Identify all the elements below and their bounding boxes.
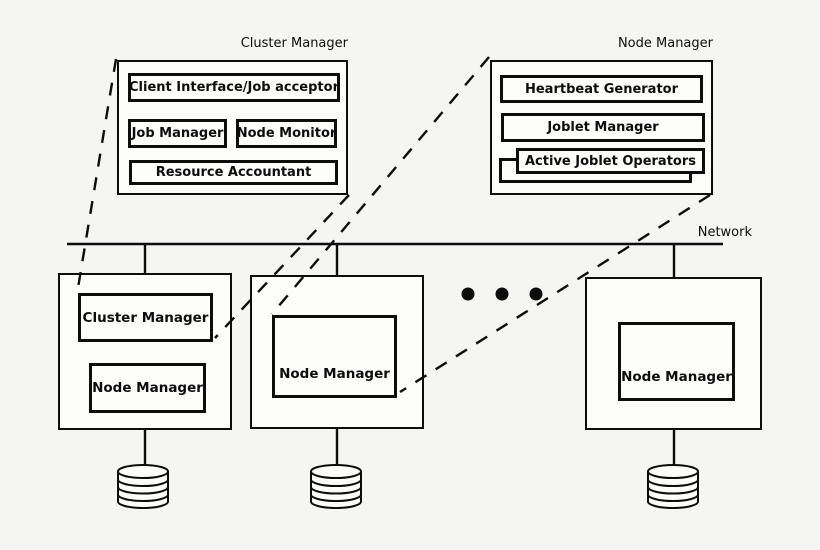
module-box-node-manager-middle-node: Node Manager	[272, 315, 397, 398]
component-box-joblet-manager: Joblet Manager	[501, 113, 705, 142]
component-box-resource-accountant: Resource Accountant	[129, 160, 338, 185]
module-box-node-manager-right-node: Node Manager	[618, 322, 735, 401]
ellipsis-dot	[461, 287, 475, 301]
disk-cylinder-icon-middle	[310, 464, 362, 509]
disk-cylinder-icon-left	[117, 464, 169, 509]
ellipsis-dot	[529, 287, 543, 301]
component-box-node-monitor: Node Monitor	[236, 119, 337, 148]
callout-dashed-line-cluster-manager-left	[75, 58, 118, 295]
disk-cylinder-icon-right	[647, 464, 699, 509]
cluster-manager-detail-title: Cluster Manager	[240, 36, 348, 51]
component-box-active-joblet-operators: Active Joblet Operators	[516, 148, 705, 174]
ellipsis-dots	[461, 287, 543, 301]
ellipsis-dot	[495, 287, 509, 301]
component-box-job-manager: Job Manager	[128, 119, 227, 148]
module-box-cluster-manager-left-node: Cluster Manager	[78, 293, 213, 342]
component-box-heartbeat-generator: Heartbeat Generator	[500, 75, 703, 103]
module-box-node-manager-left-node: Node Manager	[89, 363, 206, 413]
component-box-client-interface-job-acceptor: Client Interface/Job acceptor	[128, 73, 340, 102]
network-label: Network	[697, 225, 752, 240]
node-manager-detail-title: Node Manager	[617, 36, 713, 51]
